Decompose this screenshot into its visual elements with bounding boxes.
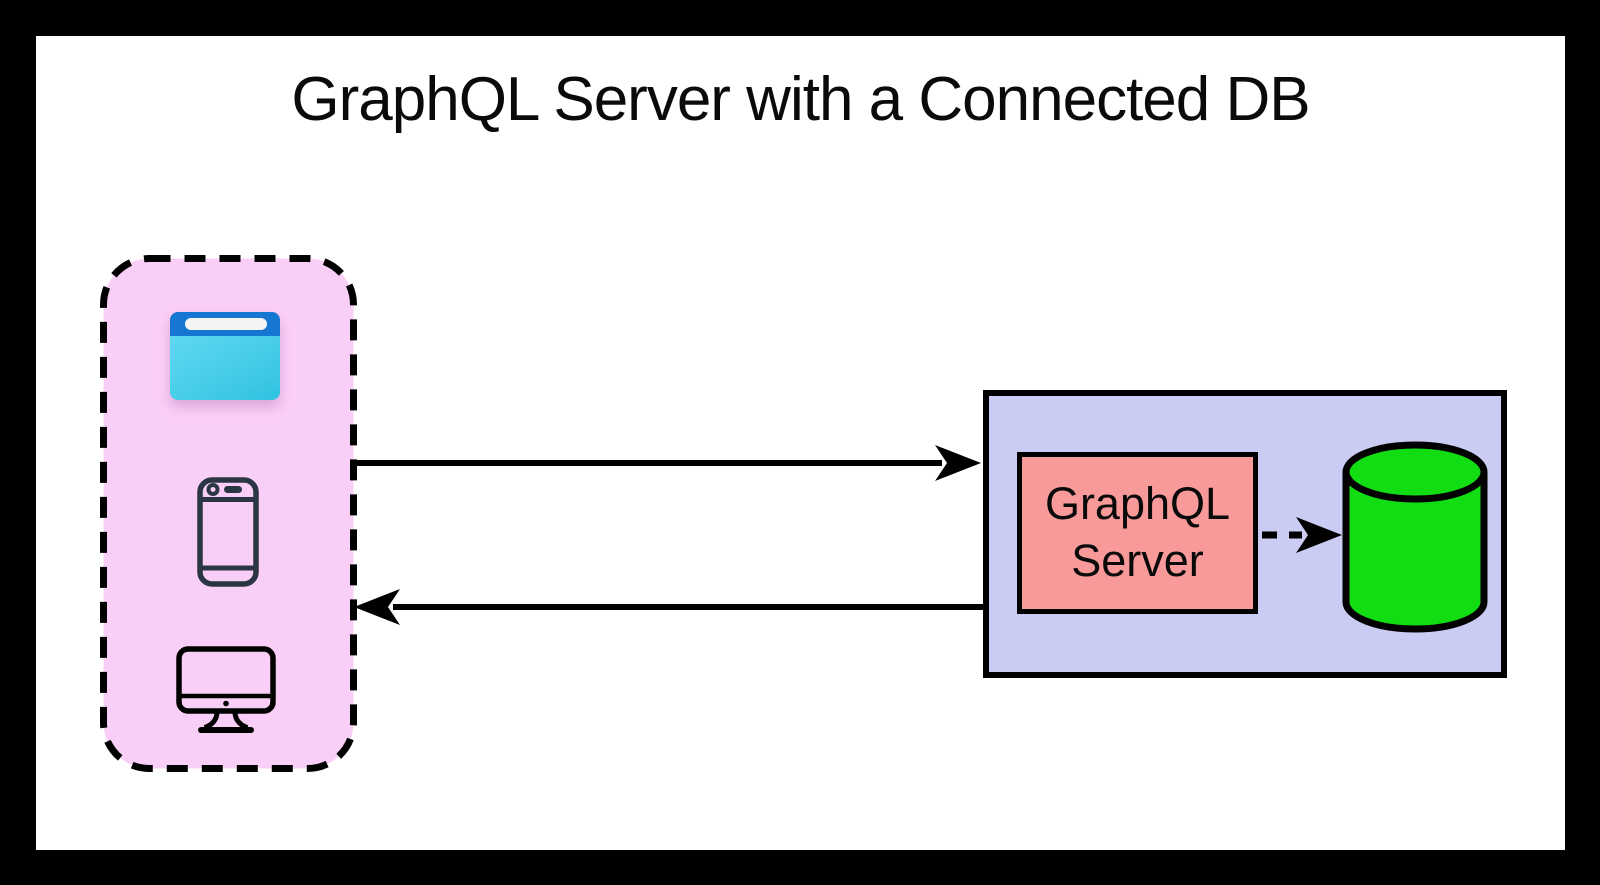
browser-titlebar: [170, 312, 280, 336]
request-arrowhead-icon: [935, 445, 981, 481]
monitor-camera-dot-icon: [223, 700, 229, 707]
clients-group-box: [100, 255, 357, 772]
browser-page-area: [170, 336, 280, 400]
response-arrow: [354, 589, 983, 625]
db-connection-arrow: [1262, 517, 1342, 553]
desktop-icon: [176, 646, 276, 733]
database-icon: [1342, 441, 1488, 633]
phone-speaker-icon: [224, 486, 242, 493]
phone-camera-icon: [206, 483, 220, 496]
response-arrowhead-icon: [354, 589, 400, 625]
graphql-server-label: GraphQL Server: [1044, 478, 1231, 586]
browser-addressbar: [185, 318, 267, 330]
graphql-server-box: GraphQL Server: [1017, 452, 1258, 614]
smartphone-icon: [197, 477, 259, 587]
browser-icon: [170, 312, 280, 400]
db-arrowhead-icon: [1296, 517, 1342, 553]
request-arrow: [350, 445, 981, 481]
diagram-title: GraphQL Server with a Connected DB: [291, 65, 1310, 134]
